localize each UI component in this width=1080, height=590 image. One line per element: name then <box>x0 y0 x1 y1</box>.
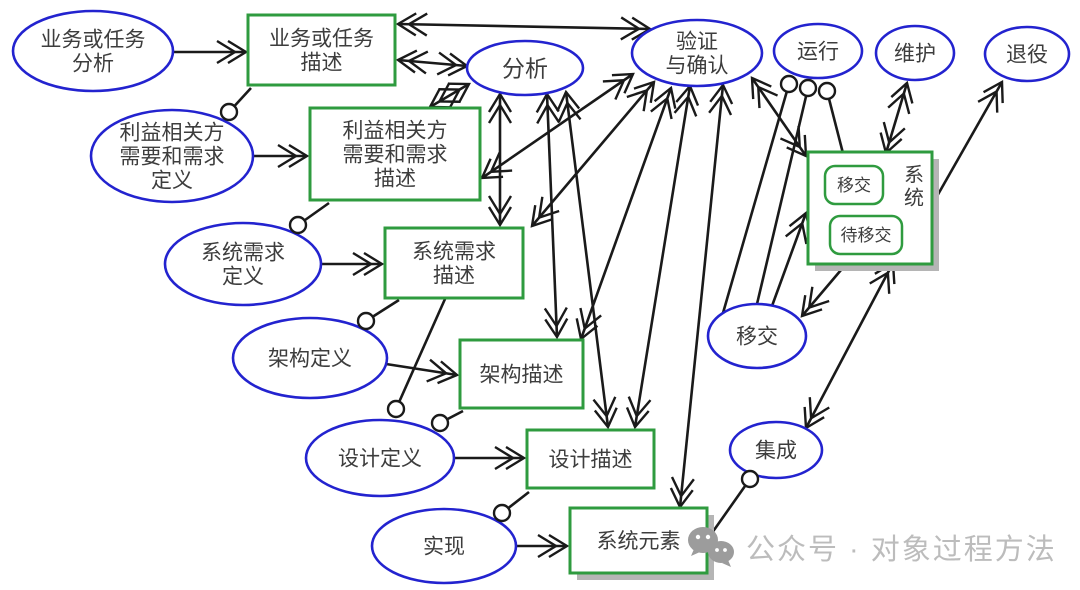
edge-circle <box>755 87 810 305</box>
system-state-pending-label: 待移交 <box>841 226 892 245</box>
design-def-label: 设计定义 <box>338 447 422 471</box>
edge-double <box>395 12 653 41</box>
node-system-state-pending <box>828 214 904 256</box>
edge-double <box>669 82 734 510</box>
port-circle <box>817 81 837 101</box>
node-design-desc <box>525 428 656 490</box>
maintenance-label: 维护 <box>894 42 936 66</box>
port-circle <box>779 74 799 94</box>
mission-desc-label: 业务或任务描述 <box>269 27 374 75</box>
edge-arrow <box>385 358 460 385</box>
node-operation <box>772 22 864 80</box>
node-sysreq-desc <box>383 226 525 300</box>
sysreq-desc-label: 系统需求描述 <box>412 240 496 288</box>
edge-circle <box>394 298 447 410</box>
node-analysis <box>465 39 585 97</box>
node-integration <box>728 420 824 480</box>
edge-double <box>625 83 700 430</box>
port-circle <box>492 503 512 523</box>
architecture-def-label: 架构定义 <box>268 347 352 371</box>
design-desc-label: 设计描述 <box>549 448 633 472</box>
edge-arrow <box>930 79 1004 206</box>
edge-arrow <box>770 210 812 307</box>
node-retirement <box>983 25 1071 83</box>
port-circle <box>288 215 308 235</box>
edge-double <box>879 80 914 156</box>
node-system-element <box>568 506 709 575</box>
verification-validation-label: 验证与确认 <box>666 30 729 78</box>
node-layer: 业务或任务描述利益相关方需要和需求描述系统需求描述架构描述设计描述系统元素系统移… <box>11 9 1071 585</box>
stakeholder-desc-label: 利益相关方需要和需求描述 <box>343 119 448 191</box>
stakeholder-needs-def-label: 利益相关方需要和需求定义 <box>120 121 225 193</box>
node-stakeholder-needs-def <box>89 108 255 204</box>
analysis-label: 分析 <box>502 56 548 81</box>
transition-label: 移交 <box>736 325 778 349</box>
integration-label: 集成 <box>755 439 797 463</box>
node-verification-validation <box>630 18 764 88</box>
edge-double <box>575 85 677 342</box>
node-mission-desc <box>246 13 397 87</box>
architecture-desc-label: 架构描述 <box>480 363 564 387</box>
port-circle <box>386 399 406 419</box>
retirement-label: 退役 <box>1006 43 1048 67</box>
port-circle <box>740 469 760 489</box>
node-transition <box>706 302 808 370</box>
system-req-def-label: 系统需求定义 <box>201 241 285 289</box>
edge-layer <box>173 12 1004 559</box>
mission-analysis-label: 业务或任务分析 <box>41 28 146 76</box>
edge-circle <box>721 83 791 314</box>
operation-label: 运行 <box>797 40 839 64</box>
circle-port-layer <box>219 74 837 523</box>
node-stakeholder-desc <box>308 106 482 202</box>
port-circle <box>219 102 239 122</box>
system-state-transitioned-label: 移交 <box>837 176 871 195</box>
port-circle <box>430 413 450 433</box>
node-maintenance <box>874 24 956 82</box>
node-mission-analysis <box>11 9 175 93</box>
system-element-label: 系统元素 <box>597 529 681 553</box>
edge-double <box>395 49 470 77</box>
edge-double <box>428 82 471 109</box>
port-circle <box>798 78 818 98</box>
node-implementation <box>370 507 518 585</box>
node-architecture-def <box>231 316 389 400</box>
node-architecture-desc <box>458 338 585 410</box>
port-circle <box>356 311 376 331</box>
node-design-def <box>304 418 456 498</box>
node-system-req-def <box>163 221 323 307</box>
implementation-label: 实现 <box>423 535 465 559</box>
edge-double <box>803 260 896 431</box>
system-box-label: 系统 <box>904 164 924 210</box>
node-system-state-transitioned <box>823 164 885 206</box>
